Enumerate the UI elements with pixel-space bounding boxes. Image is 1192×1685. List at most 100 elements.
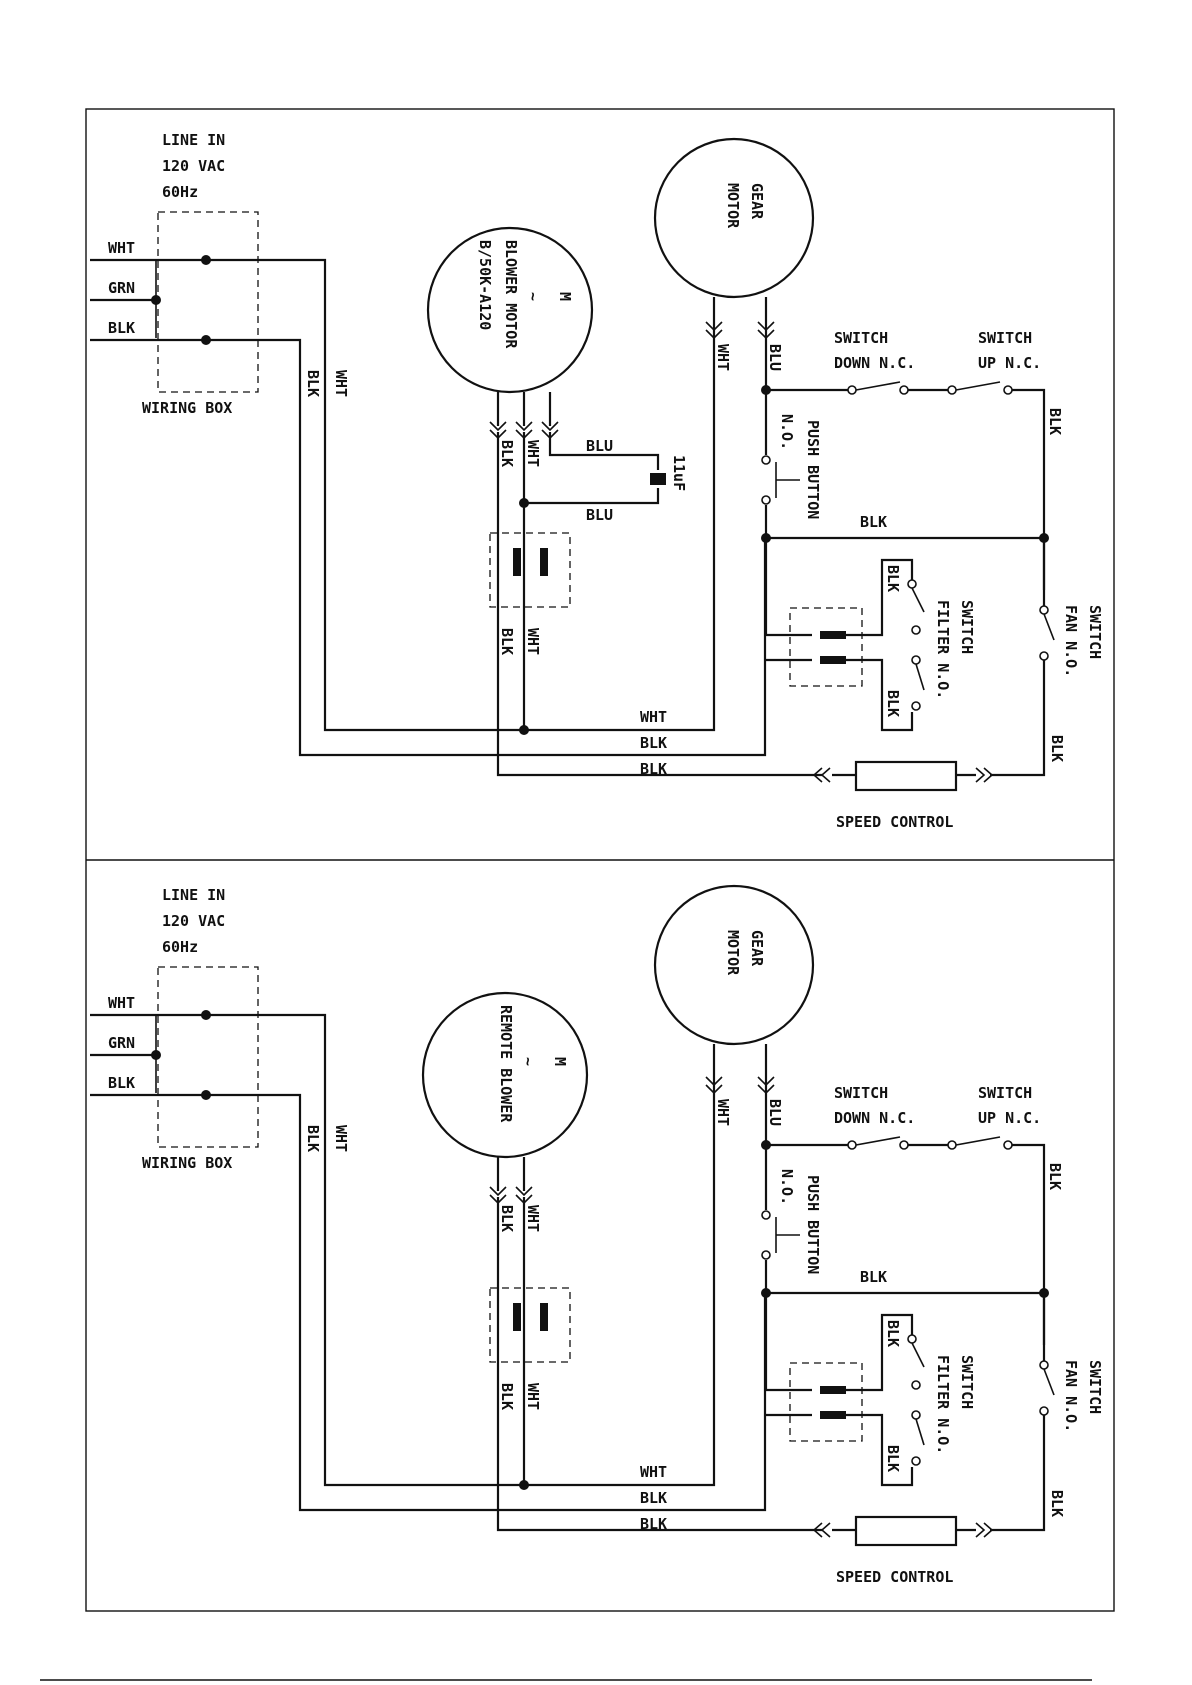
push-button-label: PUSH BUTTON	[804, 1175, 822, 1274]
switch-down-blade	[855, 381, 901, 391]
filter-plug-outline	[789, 607, 863, 687]
line-in-label: LINE IN	[162, 886, 225, 904]
filter-lead-bottom	[846, 658, 914, 732]
switch-up-contact-a	[947, 1140, 957, 1150]
gear-wht-label: WHT	[714, 1099, 732, 1126]
filter-switch-contact-d	[911, 1456, 921, 1466]
filter-switch-blade-a	[911, 587, 925, 613]
filter-switch-contact-b	[911, 1380, 921, 1390]
switch-up-nc-label: UP N.C.	[978, 354, 1041, 372]
blower-motor-circle	[426, 226, 594, 394]
blower-blk-run	[496, 432, 823, 777]
fan-switch-lower-lead	[990, 1415, 1046, 1532]
switch-down-nc-label: DOWN N.C.	[834, 1109, 915, 1127]
fan-switch-contact-b	[1039, 1406, 1049, 1416]
bottom-wht-label: WHT	[640, 708, 667, 726]
filter-blk-label-top: BLK	[884, 565, 902, 592]
switch-up-nc-label: UP N.C.	[978, 1109, 1041, 1127]
wire-to-filter-plug-1	[764, 1293, 812, 1392]
speed-control-right-connector	[975, 767, 994, 783]
filter-plug-outline	[789, 1362, 863, 1442]
fan-switch-blade	[1043, 613, 1055, 641]
switch-down-blade	[855, 1136, 901, 1146]
cap-blu-label-1: BLU	[586, 437, 613, 455]
switch-up-contact-a	[947, 385, 957, 395]
blower-plug-pin-wht	[540, 548, 548, 576]
right-blk-label: BLK	[1046, 1163, 1064, 1190]
voltage-label: 120 VAC	[162, 912, 225, 930]
switch-up-label: SWITCH	[978, 329, 1032, 347]
main-blk-label: BLK	[304, 370, 322, 397]
wiring-box-outline	[157, 211, 259, 393]
filter-switch-contact-b	[911, 625, 921, 635]
wire-to-filter-plug-1	[764, 538, 812, 637]
wire-switch-right	[1012, 388, 1046, 590]
blower-label-0: BLOWER MOTOR	[502, 240, 520, 349]
blower-wht-label: WHT	[524, 1205, 542, 1232]
push-button-contact-a	[761, 1210, 771, 1220]
bottom-blk-label-2: BLK	[640, 1515, 667, 1533]
blower-label-0: REMOTE BLOWER	[497, 1005, 515, 1123]
main-wht-label: WHT	[332, 370, 350, 397]
cap-blu-label-2: BLU	[586, 506, 613, 524]
filter-plug-pin-1	[820, 1386, 846, 1394]
filter-switch-contact-d	[911, 701, 921, 711]
filter-lead-top	[846, 1313, 914, 1392]
wht-terminal-dot	[201, 255, 211, 265]
filter-blk-label-top: BLK	[884, 1320, 902, 1347]
blower-blk-run	[496, 1197, 823, 1532]
speed-control-body	[854, 760, 958, 792]
grn-terminal-dot	[151, 295, 161, 305]
switch-down-contact-b	[899, 385, 909, 395]
push-button-no-label: N.O.	[778, 1169, 796, 1205]
blower-plug-pin-blk	[513, 1303, 521, 1331]
switch-up-contact-b	[1003, 1140, 1013, 1150]
blk-terminal-dot	[201, 335, 211, 345]
capacitor-label: 11uF	[670, 455, 688, 491]
filter-switch-no-label: FILTER N.O.	[934, 1355, 952, 1454]
gear-wht-label: WHT	[714, 344, 732, 371]
wire-white-main	[90, 258, 716, 732]
filter-plug-pin-2	[820, 1411, 846, 1419]
filter-plug-pin-1	[820, 631, 846, 639]
filter-switch-contact-c	[911, 655, 921, 665]
filter-switch-label: SWITCH	[958, 600, 976, 654]
speed-control-left-connector	[812, 767, 831, 783]
wiring-box-label: WIRING BOX	[142, 1154, 232, 1172]
speed-control-right-connector	[975, 1522, 994, 1538]
filter-switch-no-label: FILTER N.O.	[934, 600, 952, 699]
blower-wht-label-lower: WHT	[524, 1383, 542, 1410]
bus-blk-label: BLK	[860, 513, 887, 531]
wht-terminal-dot	[201, 1010, 211, 1020]
wire-switch-right	[1012, 1143, 1046, 1345]
gear-blu-label: BLU	[766, 344, 784, 371]
switch-down-contact-a	[847, 1140, 857, 1150]
fan-switch-no-label: FAN N.O.	[1062, 1360, 1080, 1432]
right-blk-label: BLK	[1046, 408, 1064, 435]
fan-switch-contact-b	[1039, 651, 1049, 661]
switch-up-blade	[955, 1136, 1001, 1146]
wire-white-main	[90, 1013, 716, 1487]
fan-blk-label: BLK	[1048, 735, 1066, 762]
wht-junction-dot	[519, 1480, 529, 1490]
switch-down-contact-a	[847, 385, 857, 395]
bottom-blk-label-1: BLK	[640, 734, 667, 752]
filter-lead-top	[846, 558, 914, 637]
fan-switch-lower-lead	[990, 660, 1046, 777]
wire-cap-blu-2	[524, 488, 660, 505]
filter-switch-label: SWITCH	[958, 1355, 976, 1409]
filter-switch-blade-a	[911, 1342, 925, 1368]
fan-switch-contact-a	[1039, 605, 1049, 615]
gear-wht-connector	[705, 321, 723, 340]
speed-control-label: SPEED CONTROL	[836, 813, 953, 831]
push-button-contact-a	[761, 455, 771, 465]
push-button-contact-b	[761, 1250, 771, 1260]
wht-junction-dot	[519, 725, 529, 735]
input-blk-label: BLK	[108, 1074, 135, 1092]
switch-down-label: SWITCH	[834, 329, 888, 347]
gear-label: GEAR	[748, 183, 766, 220]
voltage-label: 120 VAC	[162, 157, 225, 175]
wiring-box-label: WIRING BOX	[142, 399, 232, 417]
blower-motor-circle	[421, 991, 589, 1159]
